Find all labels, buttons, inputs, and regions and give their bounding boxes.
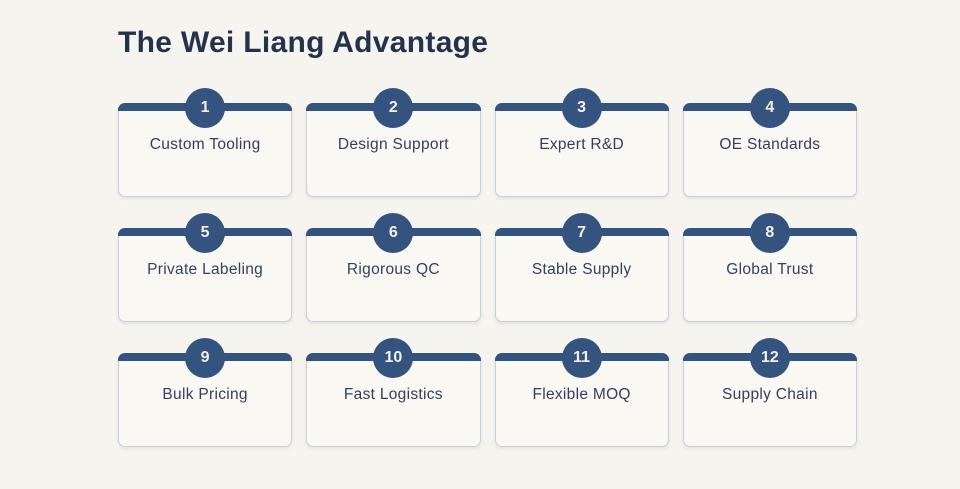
advantage-cell-3: Expert R&D 3: [494, 88, 669, 197]
page-title: The Wei Liang Advantage: [118, 26, 489, 59]
advantage-label: Expert R&D: [539, 136, 625, 153]
advantage-label: Flexible MOQ: [532, 386, 631, 403]
advantage-cell-2: Design Support 2: [306, 88, 481, 197]
advantage-label: Fast Logistics: [343, 386, 443, 403]
advantage-cell-5: Private Labeling 5: [118, 213, 293, 322]
advantage-cell-6: Rigorous QC 6: [306, 213, 481, 322]
advantage-cell-9: Bulk Pricing 9: [118, 338, 293, 447]
number-badge: 12: [749, 338, 790, 378]
advantage-label: Stable Supply: [531, 261, 632, 278]
advantage-label: Bulk Pricing: [162, 386, 248, 403]
advantage-label: OE Standards: [719, 136, 821, 153]
number-badge: 4: [749, 88, 790, 128]
advantage-label: Global Trust: [726, 261, 814, 278]
number-badge: 3: [561, 88, 602, 128]
advantage-label: Rigorous QC: [346, 261, 440, 278]
number-badge: 10: [373, 338, 414, 378]
number-badge: 2: [373, 88, 414, 128]
advantage-label: Custom Tooling: [149, 136, 261, 153]
advantage-cell-7: Stable Supply 7: [494, 213, 669, 322]
advantage-label: Design Support: [337, 136, 449, 153]
advantage-label: Supply Chain: [721, 386, 818, 403]
advantage-cell-1: Custom Tooling 1: [118, 88, 293, 197]
advantage-cell-12: Supply Chain 12: [682, 338, 857, 447]
number-badge: 7: [561, 213, 602, 253]
advantage-grid: Custom Tooling 1 Design Support 2 Expert…: [118, 88, 857, 447]
advantage-cell-8: Global Trust 8: [682, 213, 857, 322]
number-badge: 5: [185, 213, 226, 253]
number-badge: 11: [561, 338, 602, 378]
advantage-cell-10: Fast Logistics 10: [306, 338, 481, 447]
number-badge: 9: [185, 338, 226, 378]
number-badge: 6: [373, 213, 414, 253]
advantage-cell-4: OE Standards 4: [682, 88, 857, 197]
advantage-cell-11: Flexible MOQ 11: [494, 338, 669, 447]
advantage-label: Private Labeling: [147, 261, 264, 278]
number-badge: 8: [749, 213, 790, 253]
number-badge: 1: [185, 88, 226, 128]
